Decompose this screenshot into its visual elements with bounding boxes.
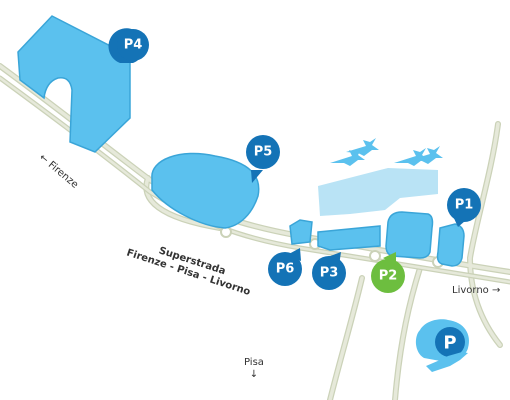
airplane-icon [330, 138, 443, 166]
pin-p3[interactable]: P3 [312, 252, 346, 290]
pin-p6[interactable]: P6 [268, 248, 302, 286]
pin-p2[interactable]: P2 [371, 252, 405, 293]
parking-area-p4[interactable] [17, 15, 131, 153]
parking-area-p2[interactable] [385, 211, 434, 259]
parking-areas [17, 15, 465, 267]
parking-area-p6[interactable] [289, 219, 313, 245]
parking-pins[interactable]: P4 P5 P1 P6 P3 [108, 28, 482, 293]
parking-airport-icon: P [415, 319, 470, 372]
arrow-icon: → [491, 285, 501, 296]
parking-area-p3[interactable] [317, 225, 381, 251]
pin-label-p4: P4 [124, 38, 143, 53]
label-livorno: Livorno → [452, 285, 500, 297]
pin-label-p6: P6 [276, 262, 295, 277]
pin-label-p2: P2 [379, 269, 398, 284]
pin-label-p3: P3 [320, 266, 339, 281]
parking-area-p1[interactable] [436, 223, 465, 267]
label-pisa-text: Pisa [244, 357, 264, 368]
label-pisa: Pisa ↓ [244, 357, 264, 381]
svg-text:P: P [443, 333, 456, 354]
pin-p1[interactable]: P1 [447, 188, 481, 227]
pin-p4[interactable]: P4 [108, 28, 149, 63]
pin-label-p5: P5 [254, 145, 273, 160]
pin-label-p1: P1 [455, 198, 474, 213]
terminal-building [318, 168, 438, 216]
label-livorno-text: Livorno [452, 285, 489, 296]
pin-p5[interactable]: P5 [246, 135, 280, 183]
parking-area-p5[interactable] [151, 152, 260, 229]
arrow-icon: ↓ [249, 369, 259, 380]
